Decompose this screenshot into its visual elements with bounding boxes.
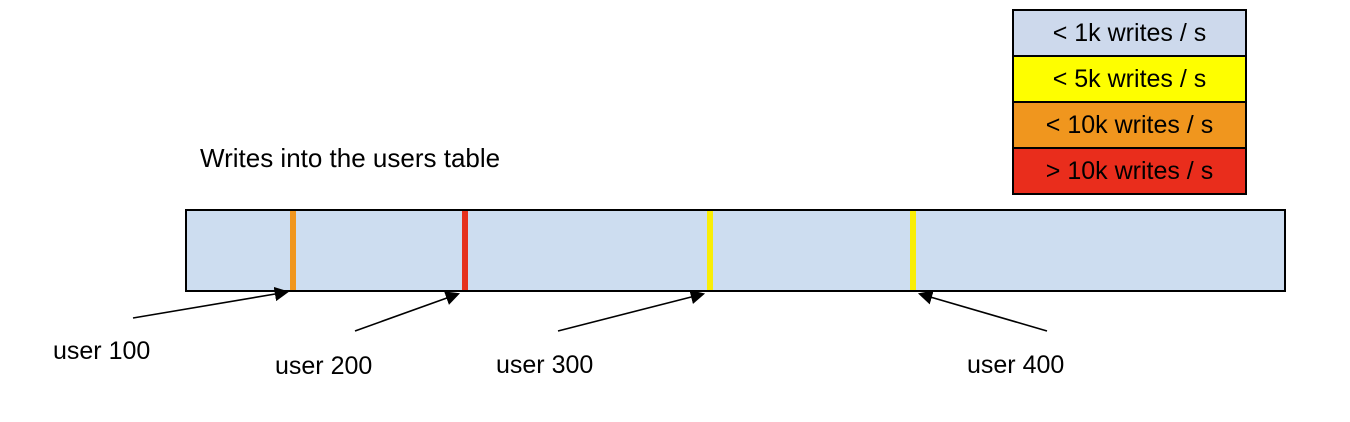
legend-item-lt-1k: < 1k writes / s (1014, 11, 1245, 57)
bar-mark-user-400 (910, 211, 917, 290)
arrow-user-400 (917, 290, 1048, 332)
arrow-user-300 (557, 290, 706, 332)
bar-mark-user-200 (461, 211, 468, 290)
bar-mark-user-300 (707, 211, 714, 290)
legend: < 1k writes / s < 5k writes / s < 10k wr… (1012, 9, 1247, 195)
label-user-300: user 300 (496, 351, 594, 379)
arrow-user-100 (132, 286, 290, 319)
bar-mark-user-100 (290, 211, 297, 290)
label-user-400: user 400 (967, 351, 1065, 379)
label-user-200: user 200 (275, 352, 373, 380)
arrow-user-200 (354, 291, 461, 332)
users-table-bar (185, 209, 1286, 292)
legend-item-lt-10k: < 10k writes / s (1014, 103, 1245, 149)
legend-item-gt-10k: > 10k writes / s (1014, 149, 1245, 193)
diagram-title: Writes into the users table (200, 143, 501, 173)
label-user-100: user 100 (53, 337, 151, 365)
legend-item-lt-5k: < 5k writes / s (1014, 57, 1245, 103)
